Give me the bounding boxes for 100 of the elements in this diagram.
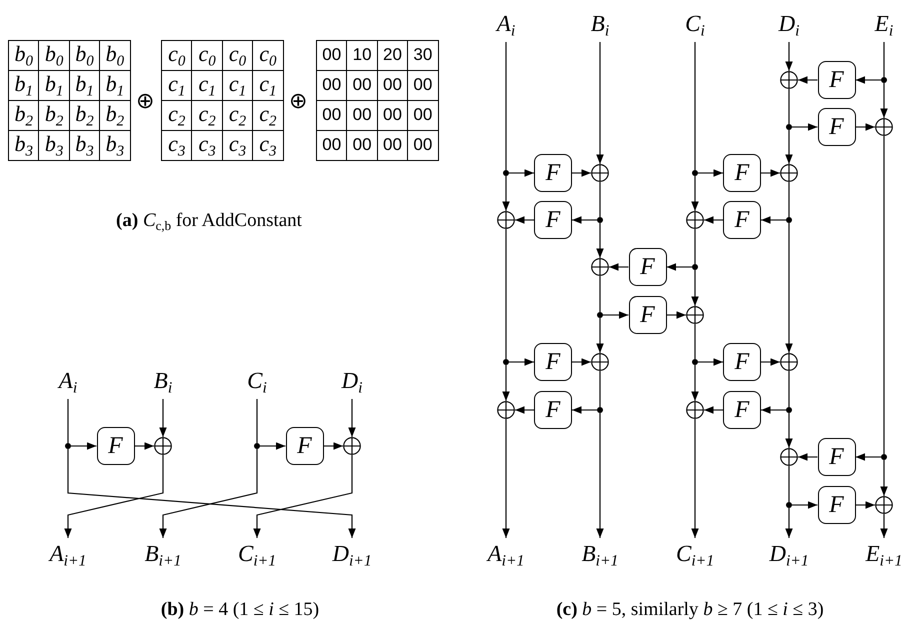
arrow xyxy=(698,169,723,177)
variable-label: D$_{i}$ xyxy=(756,11,822,39)
variable-label: B$_{i}$ xyxy=(130,368,196,396)
arrow xyxy=(856,501,875,509)
arrow xyxy=(785,508,793,538)
variable-label: A$_{i+1}$ xyxy=(35,541,101,569)
variable-label: B$_{i}$ xyxy=(567,11,633,39)
junction-dot xyxy=(597,407,603,413)
arrow xyxy=(880,460,888,496)
arrow xyxy=(761,358,780,366)
xor-symbol xyxy=(343,437,361,455)
arrow xyxy=(856,453,881,461)
connector-line xyxy=(67,399,69,443)
matrix-cell: 00 xyxy=(316,130,348,161)
function-box: F xyxy=(534,391,572,429)
arrow xyxy=(798,453,818,461)
junction-dot xyxy=(881,77,887,83)
connector-line xyxy=(599,276,601,312)
junction-dot xyxy=(597,217,603,223)
variable-label: C$_{i}$ xyxy=(224,368,290,396)
arrow xyxy=(792,123,818,131)
arrow xyxy=(761,406,786,414)
junction-dot xyxy=(254,443,260,449)
connector-line xyxy=(694,42,696,170)
function-box: F xyxy=(818,438,856,476)
arrow xyxy=(698,358,723,366)
variable-label: C$_{i+1}$ xyxy=(662,541,728,569)
xor-symbol xyxy=(686,401,704,419)
junction-dot xyxy=(503,359,509,365)
matrix-cell: c$_{3}$ xyxy=(252,130,284,161)
arrow xyxy=(785,413,793,448)
arrow xyxy=(603,311,628,319)
arrow xyxy=(71,442,96,450)
junction-dot xyxy=(597,312,603,318)
subfigure-caption: (c) b = 5, similarly b ≥ 7 (1 ≤ i ≤ 3) xyxy=(556,599,824,621)
variable-label: C$_{i+1}$ xyxy=(224,541,290,569)
xor-symbol xyxy=(497,211,515,229)
function-box: F xyxy=(818,61,856,99)
matrix-cell: b$_{3}$ xyxy=(99,130,131,161)
variable-label: A$_{i}$ xyxy=(473,11,539,39)
junction-dot xyxy=(881,454,887,460)
arrow xyxy=(159,449,258,538)
variable-label: E$_{i}$ xyxy=(851,11,910,39)
connector-line xyxy=(505,229,507,359)
arrow xyxy=(596,223,604,258)
matrix-cell: c$_{0}$ xyxy=(252,40,284,71)
arrow xyxy=(502,419,510,538)
junction-dot xyxy=(692,170,698,176)
junction-dot xyxy=(786,407,792,413)
matrix-cell: c$_{3}$ xyxy=(161,130,192,161)
function-box: F xyxy=(818,486,856,524)
junction-dot xyxy=(692,359,698,365)
junction-dot xyxy=(786,124,792,130)
connector-line xyxy=(599,371,601,407)
function-box: F xyxy=(286,427,324,465)
matrix-cell: 00 xyxy=(407,130,439,161)
arrow xyxy=(761,169,780,177)
arrow xyxy=(785,42,793,71)
xor-symbol xyxy=(780,164,798,182)
arrow xyxy=(666,263,692,271)
function-box: F xyxy=(723,391,761,429)
xor-symbol xyxy=(591,353,609,371)
xor-symbol xyxy=(686,306,704,324)
arrow xyxy=(856,123,875,131)
connector-line xyxy=(883,42,885,77)
arrow xyxy=(134,442,154,450)
arrow xyxy=(515,216,534,224)
xor-symbol xyxy=(686,211,704,229)
arrow xyxy=(880,83,888,118)
arrow xyxy=(253,455,353,538)
junction-dot xyxy=(503,170,509,176)
arrow xyxy=(691,419,699,538)
arrow xyxy=(572,169,591,177)
arrow xyxy=(572,216,597,224)
connector-line xyxy=(599,182,601,217)
xor-symbol xyxy=(875,118,893,136)
function-box: F xyxy=(96,427,134,465)
matrix-cell: b$_{3}$ xyxy=(8,130,40,161)
function-box: F xyxy=(628,248,666,286)
subfigure-caption: (b) b = 4 (1 ≤ i ≤ 15) xyxy=(160,599,320,621)
matrix-cell: 30 xyxy=(407,40,439,71)
connector-line xyxy=(505,42,507,170)
arrow xyxy=(572,358,591,366)
connector-line xyxy=(883,136,885,454)
arrow xyxy=(691,176,699,211)
function-box: F xyxy=(534,343,572,381)
variable-label: D$_{i+1}$ xyxy=(319,541,385,569)
variable-label: E$_{i+1}$ xyxy=(851,541,910,569)
xor-symbol xyxy=(591,164,609,182)
junction-dot xyxy=(692,264,698,270)
arrow xyxy=(856,76,881,84)
arrow xyxy=(67,449,356,538)
connector-line xyxy=(788,466,790,502)
xor-symbol xyxy=(591,258,609,276)
arrow xyxy=(666,311,686,319)
variable-label: B$_{i+1}$ xyxy=(567,541,633,569)
connector-line xyxy=(694,324,696,359)
junction-dot xyxy=(65,443,71,449)
arrow xyxy=(596,413,604,538)
function-box: F xyxy=(723,154,761,192)
